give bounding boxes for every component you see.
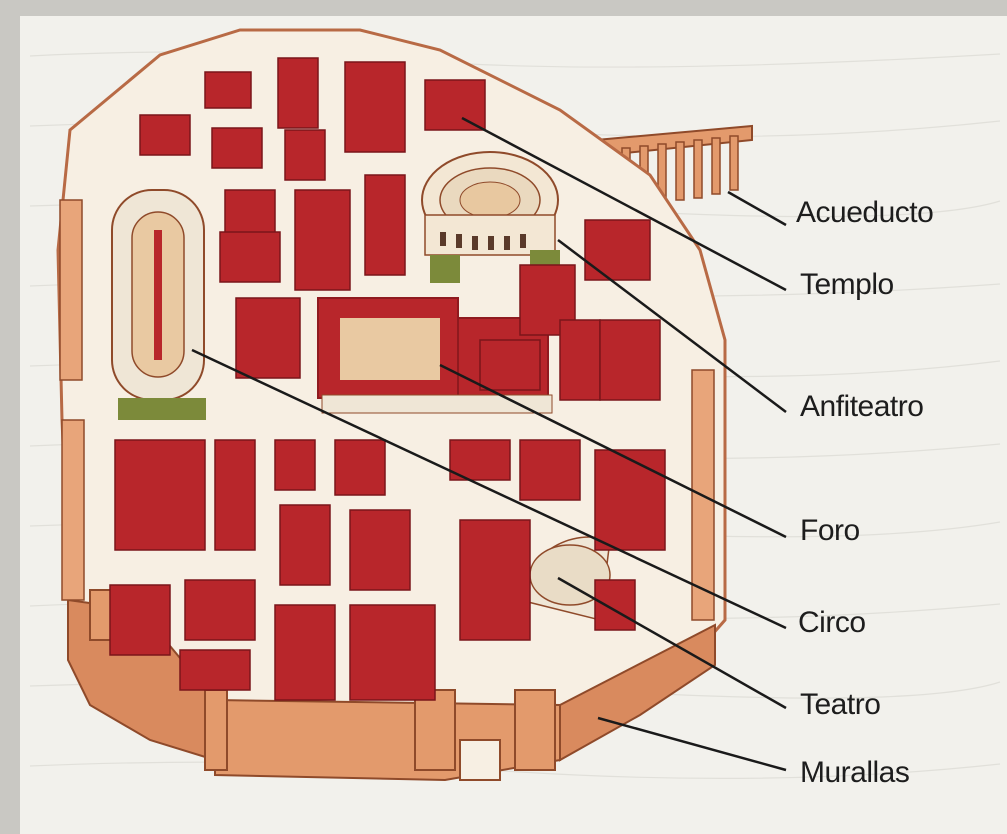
- leader-line-murallas: [598, 718, 786, 770]
- label-anfiteatro: Anfiteatro: [800, 390, 923, 424]
- label-circo: Circo: [798, 606, 866, 640]
- label-templo: Templo: [800, 268, 894, 302]
- label-acueducto: Acueducto: [796, 196, 933, 230]
- label-teatro: Teatro: [800, 688, 880, 722]
- amphitheatre-illustration: [422, 152, 558, 255]
- circus-illustration: [112, 190, 206, 420]
- leader-line-acueducto: [728, 192, 786, 225]
- label-murallas: Murallas: [800, 756, 909, 790]
- label-foro: Foro: [800, 514, 860, 548]
